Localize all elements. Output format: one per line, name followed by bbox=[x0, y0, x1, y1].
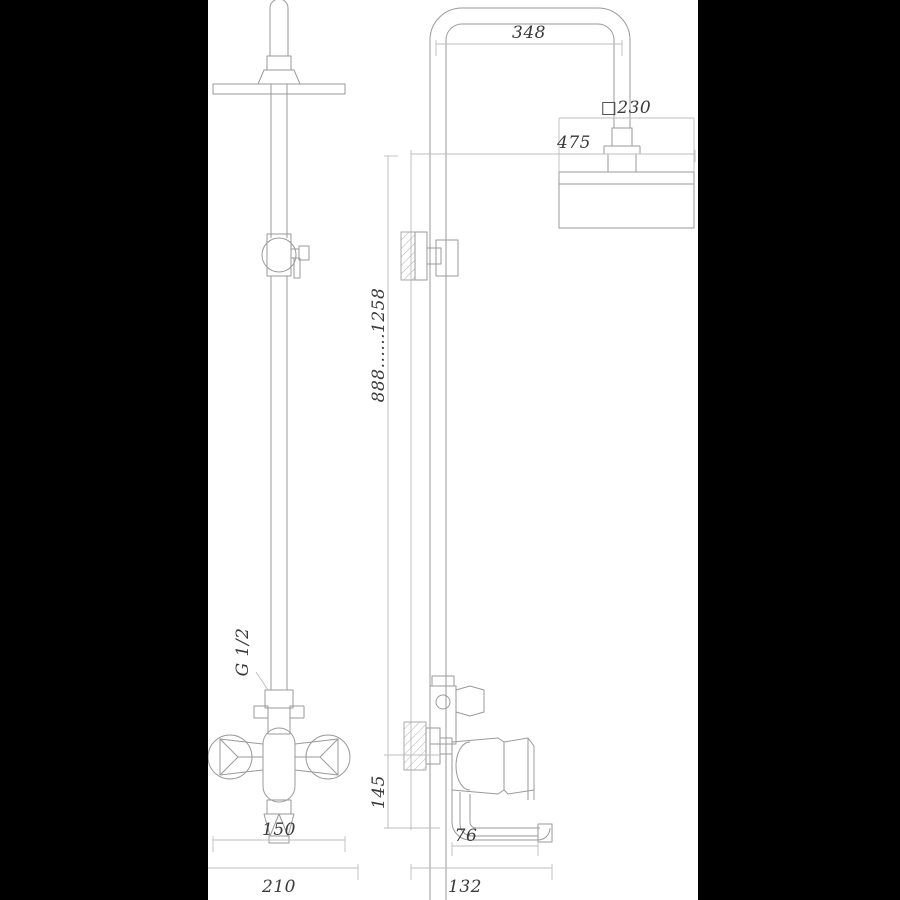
dim-thread-leader bbox=[255, 671, 269, 691]
dim-spout-reach bbox=[451, 842, 539, 856]
label-side-depth: 132 bbox=[448, 877, 482, 897]
dimension-lines bbox=[208, 40, 696, 880]
label-inlet-centers: 150 bbox=[262, 820, 296, 840]
front-mixer-collar bbox=[253, 689, 305, 735]
front-handshower bbox=[257, 0, 301, 85]
label-spout-height: 145 bbox=[369, 775, 389, 809]
side-shower-head bbox=[558, 171, 695, 229]
dim-height-range bbox=[384, 155, 398, 829]
dim-projection bbox=[410, 150, 696, 162]
side-view bbox=[400, 7, 695, 900]
drawing-canvas: 348 □230 475 888......1258 G 1/2 145 76 … bbox=[208, 0, 698, 900]
front-riser-pipe bbox=[270, 84, 288, 238]
label-arm-length: 348 bbox=[512, 23, 546, 43]
technical-drawing-svg: 348 □230 475 888......1258 G 1/2 145 76 … bbox=[208, 0, 696, 900]
label-body-width: 210 bbox=[261, 877, 296, 897]
side-mixer-body bbox=[451, 737, 535, 800]
dim-body-width bbox=[208, 864, 359, 880]
side-head-connector bbox=[603, 127, 641, 173]
front-lower-riser bbox=[270, 276, 288, 690]
dim-side-depth bbox=[410, 864, 553, 880]
dim-arm-length bbox=[435, 40, 623, 56]
dim-head-size bbox=[558, 117, 695, 172]
front-diverter-valve bbox=[261, 233, 310, 279]
front-view bbox=[208, 0, 351, 844]
side-wall-bracket-lower bbox=[403, 721, 453, 771]
letterbox-right bbox=[698, 0, 900, 900]
side-wall-bracket-upper bbox=[400, 231, 459, 281]
front-mixer-body bbox=[208, 727, 351, 803]
front-shelf-plate bbox=[212, 83, 346, 95]
side-spout bbox=[451, 790, 553, 843]
label-spout-reach: 76 bbox=[455, 826, 478, 846]
side-shower-arm bbox=[429, 7, 631, 900]
label-thread: G 1/2 bbox=[233, 628, 253, 677]
front-spout bbox=[263, 799, 295, 844]
label-head-size: □230 bbox=[601, 98, 652, 118]
side-diverter bbox=[429, 675, 485, 745]
label-height-range: 888......1258 bbox=[369, 288, 389, 403]
dim-inlet-centers bbox=[212, 836, 346, 852]
dimension-labels: 348 □230 475 888......1258 G 1/2 145 76 … bbox=[233, 23, 651, 897]
label-projection: 475 bbox=[556, 133, 591, 153]
dim-spout-height bbox=[384, 754, 440, 829]
letterbox-left bbox=[0, 0, 208, 900]
